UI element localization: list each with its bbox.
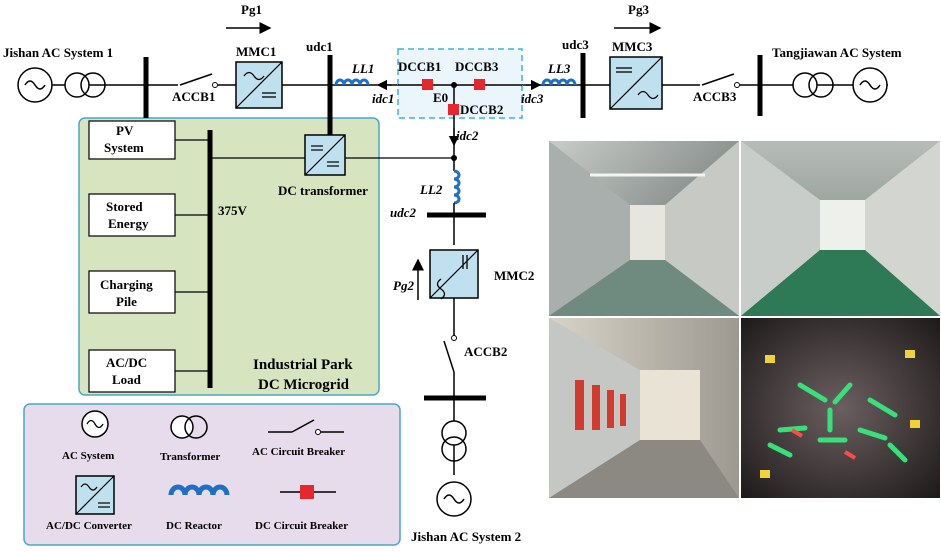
legend-dc-breaker-label: DC Circuit Breaker — [255, 520, 348, 532]
accb3-breaker — [700, 73, 740, 92]
transformer-icon — [441, 420, 467, 462]
mmc2-converter-icon — [429, 249, 479, 300]
dc-reactor-icon — [334, 78, 370, 86]
legend-ac-system-label: AC System — [62, 450, 114, 462]
idc3-label: idc3 — [521, 91, 544, 106]
e0-label: E0 — [433, 90, 448, 105]
stored-energy-label-2: Energy — [108, 216, 149, 231]
udc2-label: udc2 — [390, 205, 417, 220]
microgrid-panel — [78, 117, 380, 396]
pv-system-label-1: PV — [116, 123, 134, 138]
ll3-label: LL3 — [547, 61, 571, 76]
dccb2-label: DCCB2 — [460, 102, 503, 117]
pg2-label: Pg2 — [393, 278, 414, 293]
acdc-load-label-1: AC/DC — [106, 355, 147, 370]
mmc2-label: MMC2 — [494, 268, 534, 283]
jishan-ac-system-2-label: Jishan AC System 2 — [411, 529, 521, 544]
dccb-group-box — [397, 48, 523, 119]
transformer-icon — [792, 72, 834, 98]
transformer-icon — [64, 72, 106, 98]
accb1-breaker — [178, 73, 218, 92]
dccb3-breaker — [474, 79, 485, 90]
dc-transformer-icon — [304, 134, 346, 176]
photo-equipment-room-3 — [549, 318, 739, 498]
photo-equipment-room-1 — [549, 141, 739, 316]
mmc3-label: MMC3 — [612, 39, 653, 54]
microgrid-title-1: Industrial Park — [253, 357, 353, 373]
accb3-label: ACCB3 — [693, 89, 737, 104]
charging-pile-label-1: Charging — [100, 277, 153, 292]
tangjiawan-ac-system-label: Tangjiawan AC System — [772, 45, 902, 60]
legend-converter-icon — [75, 475, 115, 515]
charging-pile-label-2: Pile — [116, 294, 137, 309]
legend-dc-reactor-label: DC Reactor — [166, 520, 222, 532]
legend-dc-reactor-icon — [168, 484, 230, 496]
photo-equipment-room-2 — [741, 141, 940, 316]
udc1-label: udc1 — [306, 39, 333, 54]
jishan-ac-system-1-label: Jishan AC System 1 — [3, 45, 113, 60]
stored-energy-label-1: Stored — [106, 199, 143, 214]
legend-dc-breaker-icon — [280, 485, 336, 499]
accb2-label: ACCB2 — [464, 344, 507, 359]
dc-reactor-icon — [453, 169, 461, 205]
acdc-load-label-2: Load — [112, 372, 142, 387]
photo-control-panel — [741, 318, 940, 498]
microgrid-title-2: DC Microgrid — [258, 377, 350, 393]
pv-system-label-2: System — [104, 140, 144, 155]
legend-transformer-icon — [170, 415, 208, 439]
udc3-label: udc3 — [562, 37, 589, 52]
ll2-label: LL2 — [419, 182, 443, 197]
legend-converter-label: AC/DC Converter — [46, 520, 132, 532]
pg3-label: Pg3 — [628, 2, 649, 17]
dccb1-breaker — [422, 79, 433, 90]
dc-transformer-label: DC transformer — [278, 183, 368, 198]
mmc1-converter-icon — [235, 61, 283, 109]
legend-ac-breaker-icon — [268, 419, 344, 435]
mmc1-label: MMC1 — [236, 44, 276, 59]
accb1-label: ACCB1 — [172, 89, 215, 104]
legend-ac-breaker-label: AC Circuit Breaker — [252, 446, 345, 458]
dc-reactor-icon — [541, 78, 577, 86]
legend-transformer-label: Transformer — [160, 451, 220, 463]
idc1-label: idc1 — [372, 91, 394, 106]
mmc3-converter-icon — [609, 56, 663, 110]
legend-panel — [23, 403, 401, 546]
idc2-label: idc2 — [456, 128, 479, 143]
dccb3-label: DCCB3 — [455, 59, 499, 74]
dccb2-breaker — [448, 104, 459, 115]
pg1-label: Pg1 — [241, 2, 262, 17]
dccb1-label: DCCB1 — [398, 59, 441, 74]
ll1-label: LL1 — [351, 61, 374, 76]
bus-voltage-label: 375V — [218, 203, 248, 218]
accb2-breaker — [443, 335, 457, 373]
